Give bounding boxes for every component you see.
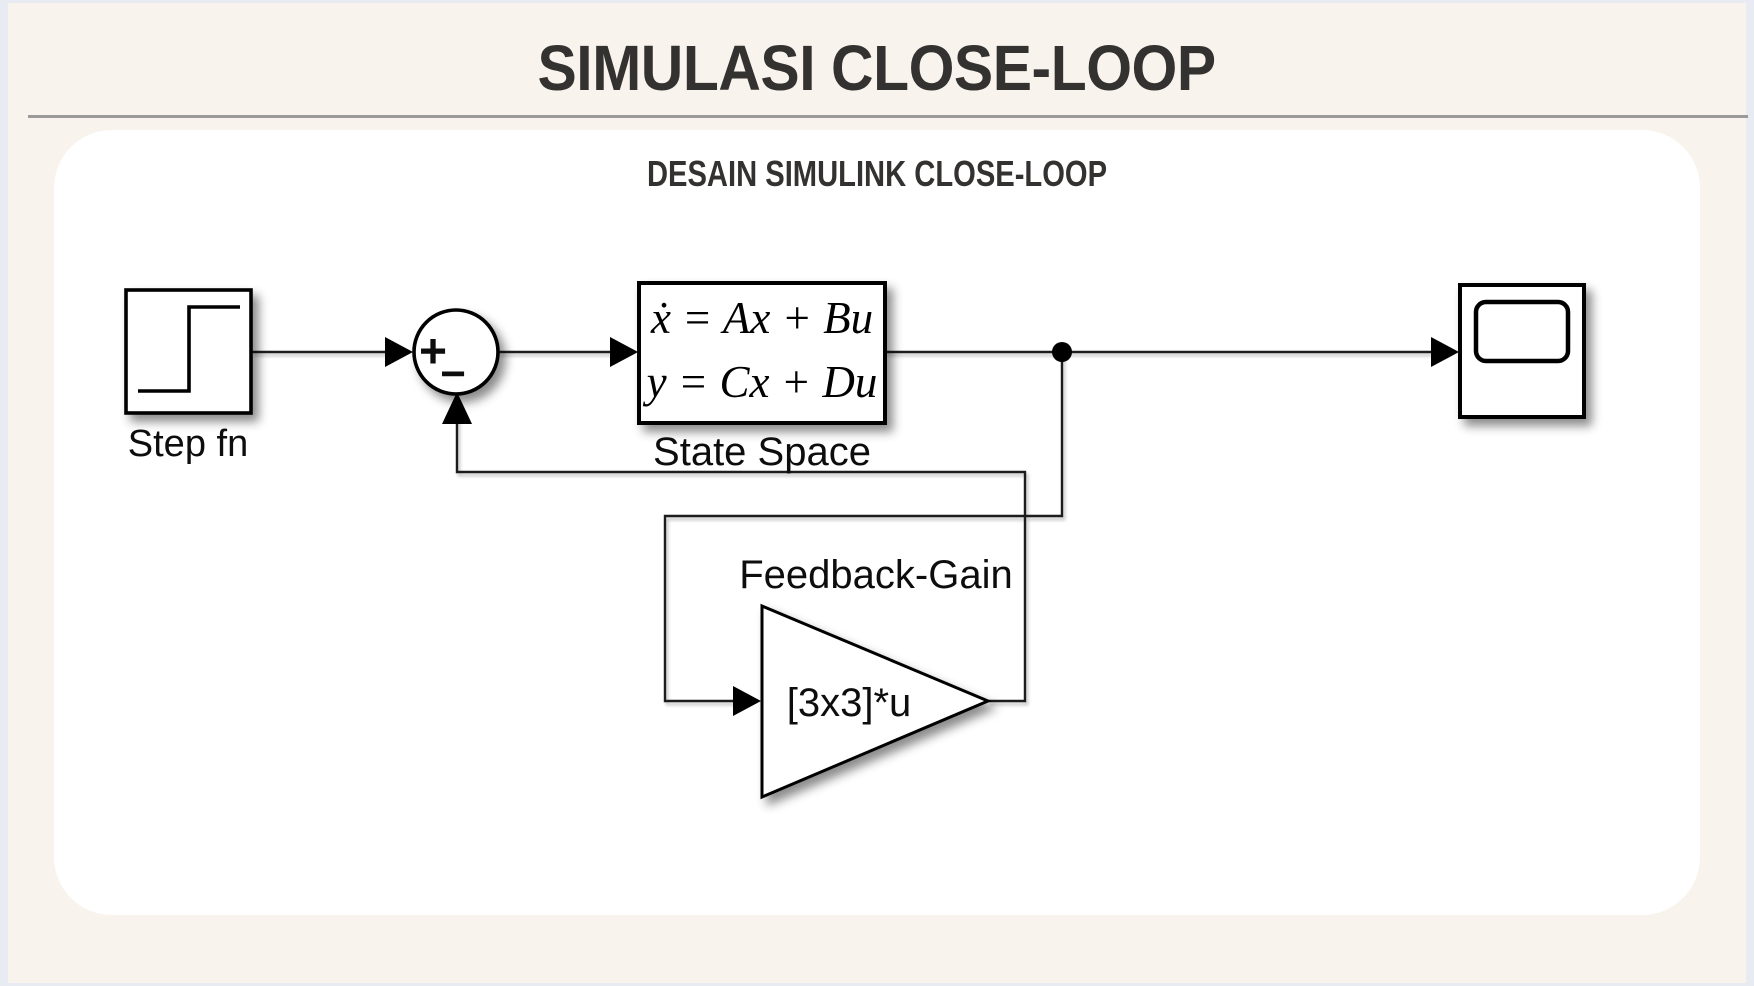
sum-minus-sign: − (440, 350, 466, 399)
gain-value: [3x3]*u (787, 681, 912, 725)
card-title-text: DESAIN SIMULINK CLOSE-LOOP (646, 153, 1108, 194)
arrowhead-into-scope (1431, 337, 1459, 367)
card-title: DESAIN SIMULINK CLOSE-LOOP (0, 156, 1754, 192)
arrowheads-layer (385, 337, 1459, 716)
arrowhead-into-sum-bottom (442, 392, 472, 424)
diagram-text-layer: + − Step fn ẋ = Ax + Bu y = Cx + Du Sta… (128, 293, 1013, 725)
scope-screen-icon (1473, 299, 1571, 364)
state-space-block (637, 281, 887, 425)
sum-plus-sign: + (419, 326, 447, 379)
gain-triangle-block (760, 603, 992, 800)
page-title-text: SIMULASI CLOSE-LOOP (537, 32, 1217, 104)
step-signal-icon (138, 305, 240, 393)
junction-dot (1052, 342, 1072, 362)
wires-layer (252, 350, 1448, 703)
sum-junction-block (412, 308, 500, 396)
wire-junction-to-gain-input (663, 352, 1064, 703)
feedback-gain-label: Feedback-Gain (739, 553, 1012, 597)
state-space-equation-1: ẋ = Ax + Bu (650, 293, 873, 343)
arrowhead-into-statespace (610, 337, 638, 367)
title-divider-line (28, 115, 1748, 118)
blocks-layer (124, 281, 1586, 800)
step-label: Step fn (128, 423, 248, 465)
content-card (54, 130, 1700, 915)
arrowhead-into-sum-left (385, 337, 413, 367)
wire-gain-output-to-sum (455, 415, 1027, 703)
page-title: SIMULASI CLOSE-LOOP (0, 36, 1754, 100)
state-space-equation-2: y = Cx + Du (643, 357, 878, 407)
state-space-label: State Space (653, 430, 871, 474)
arrowhead-into-gain (733, 686, 761, 716)
